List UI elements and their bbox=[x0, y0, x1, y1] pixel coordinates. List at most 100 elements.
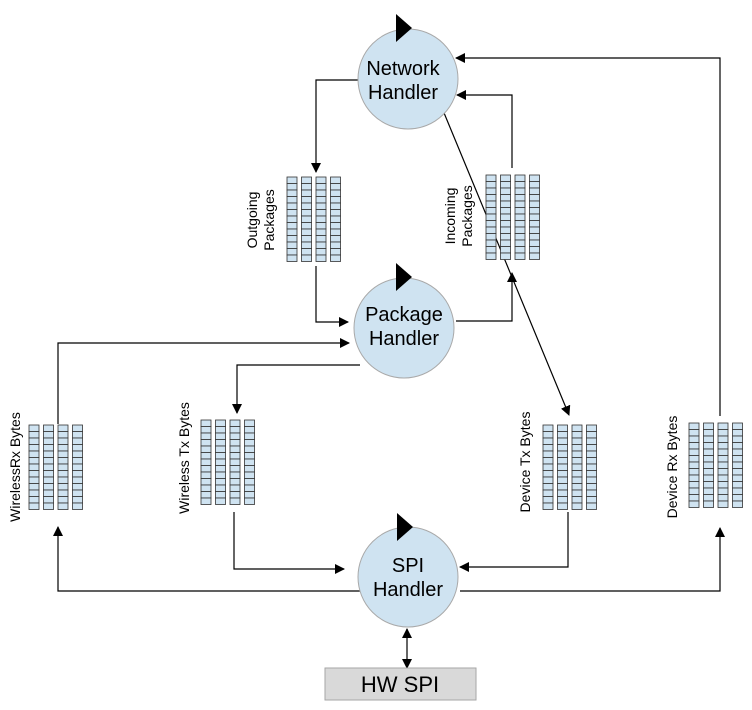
buffer-cell bbox=[315, 241, 327, 249]
buffer-cell bbox=[703, 455, 714, 463]
buffer-cell bbox=[571, 483, 583, 491]
buffer-cell bbox=[57, 489, 69, 497]
buffer-cell bbox=[688, 474, 700, 482]
buffer-cell bbox=[514, 246, 526, 254]
buffer-cell bbox=[688, 468, 700, 476]
buffer-cell bbox=[72, 470, 83, 478]
buffer-cell bbox=[43, 431, 54, 439]
buffer-cell bbox=[542, 450, 554, 458]
buffer-cell bbox=[586, 496, 597, 504]
wireless-tx-bytes-queue: Wireless Tx Bytes bbox=[176, 402, 255, 514]
buffer-cell bbox=[229, 458, 241, 466]
buffer-cell bbox=[330, 228, 341, 236]
buffer-cell bbox=[200, 458, 212, 466]
buffer-cell bbox=[301, 209, 312, 217]
buffer-cell bbox=[542, 444, 554, 452]
network-handler-node: Network Handler bbox=[357, 14, 459, 130]
buffer-cell bbox=[72, 437, 83, 445]
buffer-cell bbox=[301, 202, 312, 210]
buffer-cell bbox=[57, 470, 69, 478]
buffer-cell bbox=[286, 228, 298, 236]
buffer-cell bbox=[500, 246, 511, 254]
buffer-cell bbox=[57, 463, 69, 471]
buffer-cell bbox=[717, 435, 729, 443]
buffer-cell bbox=[286, 183, 298, 191]
buffer-cell bbox=[500, 207, 511, 215]
buffer-cell bbox=[732, 442, 743, 450]
buffer-cell bbox=[514, 194, 526, 202]
buffer-cell bbox=[244, 452, 255, 460]
buffer-cell bbox=[500, 200, 511, 208]
buffer-cell bbox=[571, 450, 583, 458]
buffer-cell bbox=[200, 426, 212, 434]
buffer-cell bbox=[43, 437, 54, 445]
buffer-cell bbox=[732, 461, 743, 469]
buffer-cell bbox=[542, 470, 554, 478]
buffer-cell bbox=[485, 187, 497, 195]
buffer-cell bbox=[703, 429, 714, 437]
buffer-cell bbox=[286, 215, 298, 223]
package-handler-line1: Package bbox=[365, 304, 443, 326]
buffer-cell bbox=[514, 239, 526, 247]
buffer-cell bbox=[229, 491, 241, 499]
buffer-cell bbox=[244, 491, 255, 499]
buffer-cell bbox=[244, 445, 255, 453]
buffer-cell bbox=[557, 470, 568, 478]
buffer-cell bbox=[229, 465, 241, 473]
wireless-rx-label: WirelessRx Bytes bbox=[7, 412, 23, 522]
buffer-cell bbox=[286, 202, 298, 210]
buffer-cell bbox=[586, 483, 597, 491]
buffer-cell bbox=[200, 445, 212, 453]
buffer-cell bbox=[215, 484, 226, 492]
buffer-cell bbox=[229, 419, 241, 427]
buffer-cell bbox=[688, 448, 700, 456]
package-to-wireless-tx-arrow bbox=[232, 364, 360, 414]
buffer-cell bbox=[215, 491, 226, 499]
incoming-label-line1: Incoming bbox=[442, 188, 458, 245]
hw-spi-block: HW SPI bbox=[324, 667, 477, 701]
buffer-cell bbox=[717, 487, 729, 495]
buffer-cell bbox=[586, 470, 597, 478]
buffer-cell bbox=[28, 483, 40, 491]
buffer-cell bbox=[586, 450, 597, 458]
device-rx-bytes-queue: Device Rx Bytes bbox=[664, 416, 743, 518]
process-marker-icon bbox=[396, 263, 412, 291]
buffer-cell bbox=[315, 228, 327, 236]
buffer-cell bbox=[229, 426, 241, 434]
buffer-cell bbox=[72, 463, 83, 471]
buffer-cell bbox=[315, 235, 327, 243]
buffer-cell bbox=[514, 226, 526, 234]
buffer-cell bbox=[586, 463, 597, 471]
buffer-cell bbox=[703, 494, 714, 502]
buffer-cell bbox=[215, 465, 226, 473]
buffer-cell bbox=[28, 502, 40, 510]
buffer-cell bbox=[315, 183, 327, 191]
buffer-cell bbox=[286, 189, 298, 197]
buffer-cell bbox=[57, 483, 69, 491]
buffer-cell bbox=[244, 465, 255, 473]
outgoing-to-package-arrow bbox=[315, 266, 349, 327]
buffer-cell bbox=[57, 437, 69, 445]
buffer-cell bbox=[500, 252, 511, 260]
buffer-cell bbox=[43, 502, 54, 510]
buffer-cell bbox=[286, 248, 298, 256]
buffer-cell bbox=[703, 487, 714, 495]
buffer-cell bbox=[72, 450, 83, 458]
buffer-cell bbox=[315, 189, 327, 197]
buffer-cell bbox=[301, 189, 312, 197]
device-tx-bytes-queue: Device Tx Bytes bbox=[517, 412, 597, 512]
spi-to-device-rx-arrow bbox=[460, 527, 725, 592]
buffer-cell bbox=[330, 176, 341, 184]
process-marker-icon bbox=[396, 14, 412, 42]
buffer-cell bbox=[688, 481, 700, 489]
buffer-cell bbox=[703, 448, 714, 456]
buffer-cell bbox=[28, 463, 40, 471]
buffer-cell bbox=[529, 213, 540, 221]
buffer-cell bbox=[514, 187, 526, 195]
buffer-cell bbox=[28, 444, 40, 452]
wireless-rx-bytes-queue: WirelessRx Bytes bbox=[7, 412, 83, 522]
buffer-cell bbox=[557, 476, 568, 484]
buffer-cell bbox=[485, 220, 497, 228]
buffer-cell bbox=[542, 457, 554, 465]
buffer-cell bbox=[688, 422, 700, 430]
